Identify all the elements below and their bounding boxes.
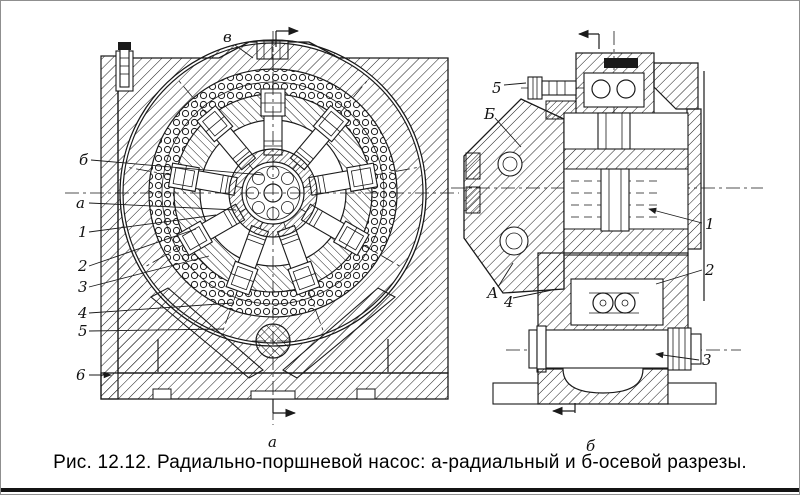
section-arrow-top: [275, 26, 300, 47]
radial-view-leaders: [88, 44, 264, 379]
pump-figure-svg: в б а 1 2 3 4 5 6 а: [65, 26, 763, 453]
callout-a: а: [76, 194, 85, 212]
sump-v-walls: [150, 287, 396, 379]
housing-bottom-right-mass: [297, 253, 428, 378]
valve-block: [575, 52, 655, 122]
callout-4-axial: 4: [503, 293, 514, 311]
callout-1: 1: [78, 223, 88, 241]
bearing-housing: [537, 252, 689, 332]
callout-2: 2: [77, 257, 88, 275]
right-cover: [653, 62, 705, 301]
flange-notch: [152, 388, 172, 400]
flange-notch: [356, 388, 376, 400]
drive-shaft: [528, 325, 702, 373]
callout-5: 5: [78, 322, 88, 340]
callout-6: 6: [76, 366, 86, 384]
bottom-divider-bar: [1, 488, 799, 492]
mounting-base: [492, 368, 717, 405]
callout-A: А: [486, 284, 498, 302]
callout-5-axial: 5: [492, 79, 502, 97]
pintle-housing: [463, 98, 565, 294]
callout-4: 4: [77, 304, 88, 322]
left-cover-wall: [100, 55, 119, 400]
axial-view-leaders: [494, 82, 703, 361]
cover-stud-bolt: [115, 42, 134, 92]
section-arrow-top-right: [577, 29, 600, 49]
callout-B: Б: [483, 105, 495, 123]
callout-2-axial: 2: [704, 261, 715, 279]
callout-3: 3: [78, 278, 88, 296]
callout-1-axial: 1: [705, 215, 715, 233]
callout-b: б: [79, 151, 89, 169]
callout-v: в: [223, 28, 232, 46]
section-arrow-bottom: [272, 399, 297, 418]
figure-caption: Рис. 12.12. Радиально-поршневой насос: а…: [53, 452, 747, 473]
radial-section-view: в б а 1 2 3 4 5 6 а: [65, 26, 459, 451]
piston: [260, 88, 286, 156]
axial-view-sublabel: б: [586, 437, 596, 453]
cylinder-block: [563, 112, 689, 256]
housing-bottom-left-mass: [118, 253, 249, 378]
axial-section-view: 5 Б А 4 1 2 3 б: [451, 29, 763, 453]
radial-view-sublabel: а: [268, 433, 277, 451]
section-arrow-bottom-right: [551, 403, 576, 416]
callout-3-axial: 3: [702, 351, 712, 369]
